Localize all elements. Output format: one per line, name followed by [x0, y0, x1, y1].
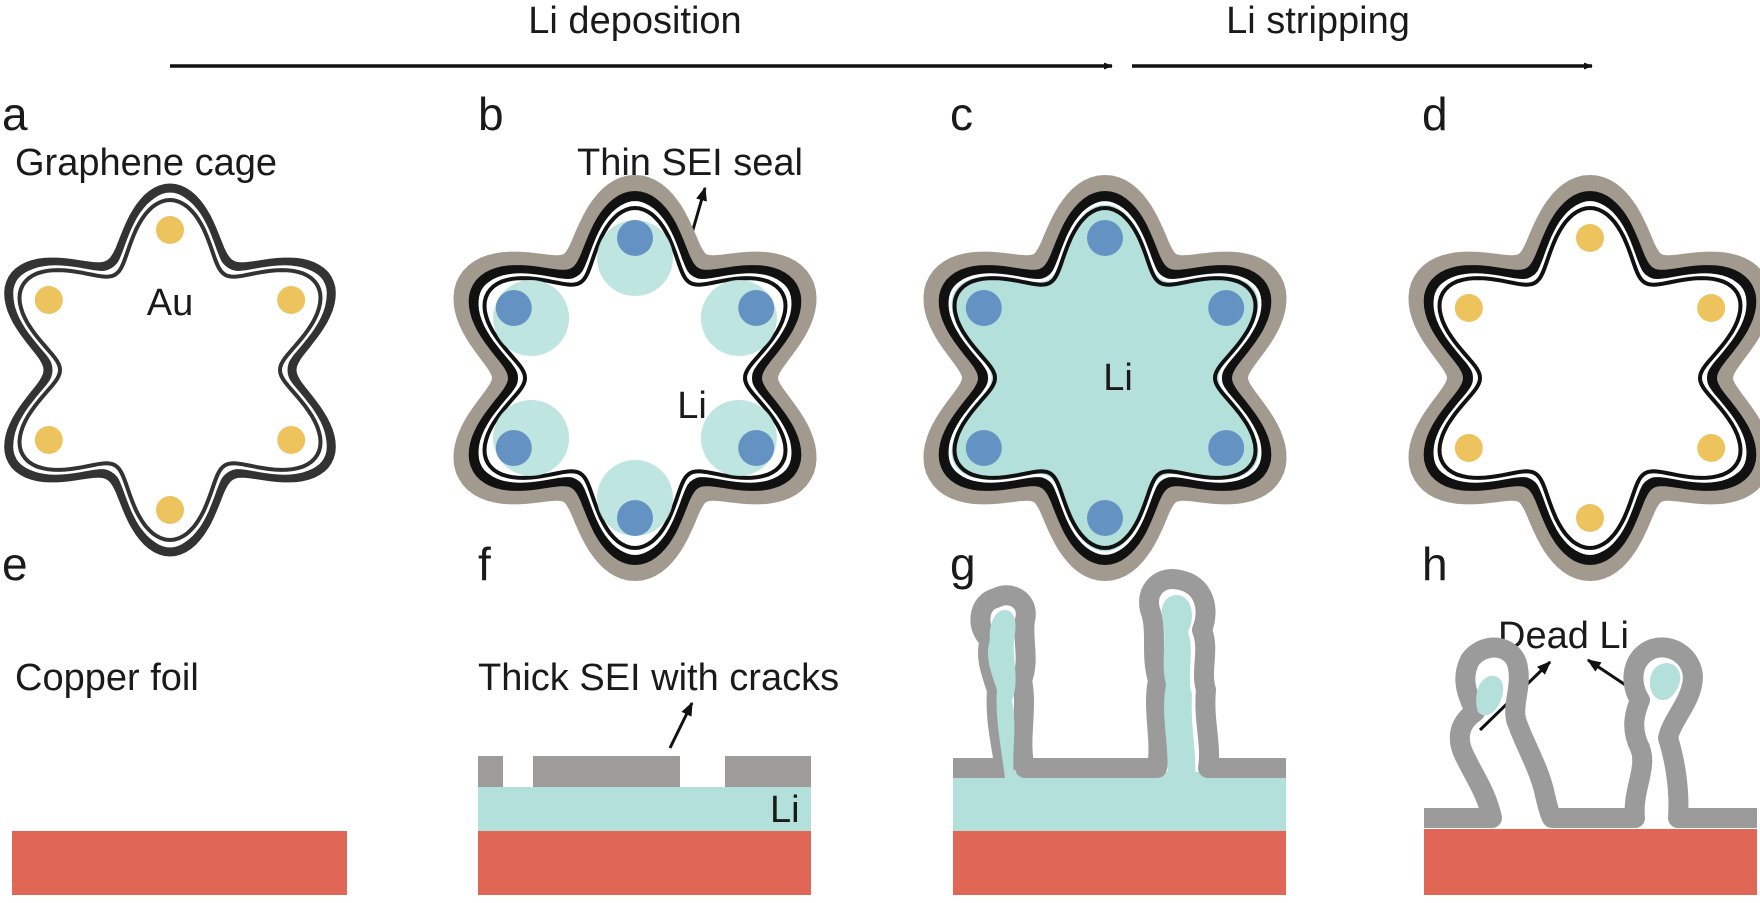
li-deposit: [597, 220, 673, 296]
panel-c: Li: [923, 174, 1287, 582]
process-arrows: Li deposition Li stripping: [170, 0, 1593, 70]
li-nucleus: [617, 500, 653, 536]
li-nucleus: [965, 290, 1002, 326]
graphene-inner-wall: [482, 205, 788, 551]
au-particle: [1454, 294, 1483, 322]
panel-f: Thick SEI with cracks Li: [478, 657, 839, 895]
au-particle: [1697, 434, 1726, 462]
li-label: Li: [1103, 357, 1133, 399]
li-label: Li: [770, 789, 800, 831]
dead-li-core: [1649, 663, 1681, 701]
li-nucleus: [495, 290, 532, 326]
au-particle: [34, 426, 63, 454]
li-layer: [478, 787, 811, 831]
graphene-inner-wall: [17, 197, 323, 543]
graphene-gap: [948, 201, 1262, 555]
panel-h: Dead Li: [1424, 615, 1757, 895]
copper-foil: [953, 831, 1286, 895]
au-nanoparticles: [1454, 224, 1726, 532]
panel-b-letter: b: [478, 88, 504, 140]
li-deposition-label: Li deposition: [528, 0, 741, 42]
li-nucleus: [495, 430, 532, 466]
li-nucleus: [1087, 500, 1123, 536]
li-nucleus: [617, 220, 653, 256]
thin-sei-layer: [1408, 174, 1760, 582]
panel-d-letter: d: [1422, 88, 1448, 140]
au-particle: [1576, 504, 1604, 532]
sei-segment: [533, 756, 680, 787]
au-particle: [277, 426, 306, 454]
panel-a: Graphene cage Au: [4, 142, 336, 557]
au-particle: [34, 286, 63, 314]
graphene-outer-wall: [468, 190, 802, 566]
panel-c-letter: c: [950, 88, 973, 140]
dendrite-core: [987, 609, 1016, 778]
thin-sei-seal-label: Thin SEI seal: [577, 142, 803, 184]
thin-sei-layer: [453, 174, 817, 582]
li-nucleus: [1208, 290, 1245, 326]
li-nucleus: [738, 430, 775, 466]
li-nuclei: [965, 220, 1245, 536]
copper-foil-label: Copper foil: [15, 657, 199, 699]
dead-li-core: [1476, 675, 1504, 716]
graphene-gap: [1433, 201, 1747, 555]
panel-b: Thin SEI seal Li: [453, 142, 817, 582]
au-nanoparticles: [34, 216, 306, 524]
graphene-outer-wall: [4, 183, 336, 557]
panel-e-letter: e: [2, 538, 28, 590]
graphene-inner-wall: [1437, 205, 1743, 551]
panel-a-letter: a: [2, 88, 28, 140]
graphene-outer-wall: [1423, 190, 1757, 566]
li-nucleus: [1208, 430, 1245, 466]
copper-foil: [12, 831, 347, 895]
panel-g: [953, 569, 1286, 895]
graphene-gap: [13, 193, 327, 547]
au-particle: [1454, 434, 1483, 462]
sei-segment: [725, 756, 811, 787]
li-stripping-label: Li stripping: [1226, 0, 1410, 42]
dendrite-core: [1161, 594, 1196, 778]
panel-g-letter: g: [950, 538, 976, 590]
panel-h-letter: h: [1422, 538, 1448, 590]
copper-foil: [478, 831, 811, 895]
thick-sei-label: Thick SEI with cracks: [478, 657, 839, 699]
au-particle: [1697, 294, 1726, 322]
li-deposit: [597, 460, 673, 536]
au-particle: [1576, 224, 1604, 252]
panel-e: Copper foil: [12, 657, 347, 895]
panel-d: [1408, 174, 1760, 582]
dead-li-sei: [1424, 637, 1757, 828]
graphene-gap: [478, 201, 792, 555]
au-particle: [156, 216, 184, 244]
thin-sei-layer: [923, 174, 1287, 582]
graphene-inner-wall: [952, 205, 1258, 551]
li-nucleus: [1087, 220, 1123, 256]
au-particle: [277, 286, 306, 314]
au-particle: [156, 496, 184, 524]
copper-foil: [1424, 829, 1757, 895]
panel-f-letter: f: [478, 538, 491, 590]
li-layer: [953, 772, 1286, 831]
graphene-cage-label: Graphene cage: [15, 142, 277, 184]
sei-segment: [478, 756, 503, 787]
li-nucleus: [738, 290, 775, 326]
au-label: Au: [147, 282, 193, 324]
thick-sei-pointer: [668, 701, 694, 749]
li-nucleus: [965, 430, 1002, 466]
li-nuclei: [495, 220, 775, 536]
li-label: Li: [677, 385, 707, 427]
